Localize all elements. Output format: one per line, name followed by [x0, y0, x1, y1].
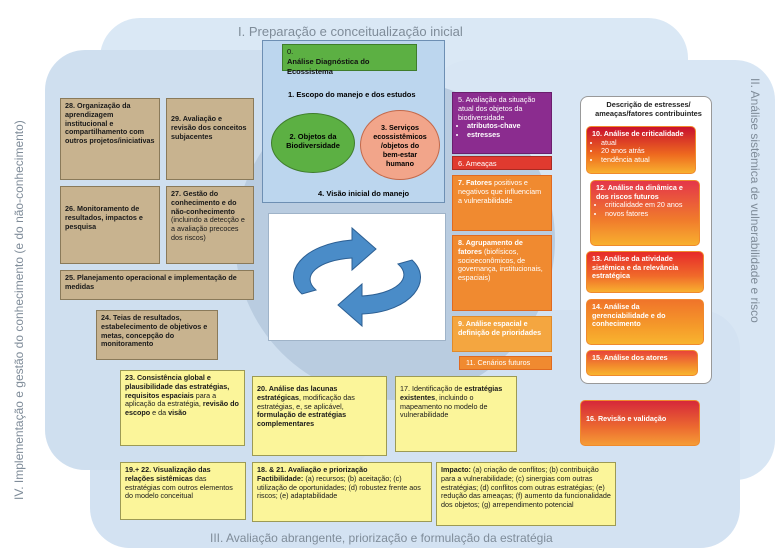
step-19-box: 19.+ 22. Visualização das relações sistê… [120, 462, 246, 520]
step-17-text-3: , incluindo o mapeamento no modelo de vu… [400, 392, 488, 420]
step-20-text-1: , modificação das estratégias, e, se apl… [257, 392, 355, 411]
phase-4-title: IV. Implementação e gestão do conhecimen… [12, 120, 26, 500]
step-18-feasibility-text: (a) recursos; (b) aceitação; (c) utiliza… [257, 473, 421, 501]
step-23-text-2: revisão do escopo [125, 399, 239, 418]
step-16-box: 16. Revisão e validação [580, 400, 700, 446]
step-20-title: 20. Análise das lacunas estratégicas [257, 384, 338, 402]
step-12-item-2: novos fatores [605, 209, 694, 219]
step-7-box: 7. Fatores positivos e negativos que inf… [452, 175, 552, 231]
step-10-box: 10. Análise de criticalidade atual 20 an… [586, 126, 696, 174]
step-5-item-2: estresses [467, 130, 546, 140]
impact-text: (a) criação de conflitos; (b) contribuiç… [441, 465, 611, 510]
step-23-text-3: e da [150, 408, 169, 418]
phase-1-title: I. Preparação e conceitualização inicial [238, 24, 463, 39]
step-29-box: 29. Avaliação e revisão dos conceitos su… [166, 98, 254, 180]
step-1-label: 1. Escopo do manejo e dos estudos [288, 90, 416, 99]
step-14-box: 14. Análise da gerenciabilidade e do con… [586, 299, 704, 345]
step-7-title: 7. Fatores [458, 178, 492, 187]
step-12-title: 12. Análise da dinâmica e dos riscos fut… [596, 183, 683, 201]
step-10-title: 10. Análise de criticalidade [592, 129, 684, 138]
cycle-arrows-icon [292, 226, 422, 328]
phase-3-title: III. Avaliação abrangente, priorização e… [210, 531, 553, 545]
step-17-text-1: 17. Identificação de [400, 384, 465, 393]
step-27-title: 27. Gestão do conhecimento e do não-conh… [171, 189, 237, 216]
step-19-title: 19.+ 22. Visualização das relações sistê… [125, 465, 211, 483]
step-15-box: 15. Análise dos atores [586, 350, 698, 376]
step-17-box: 17. Identificação de estratégias existen… [395, 376, 517, 452]
step-5-text: 5. Avaliação da situação atual dos objet… [458, 95, 536, 122]
step-0-box: 0. Análise Diagnóstica do Ecossistema [282, 44, 417, 76]
step-23-text-1: para a aplicação da estratégia, [125, 390, 217, 409]
step-10-item-3: tendência atual [601, 155, 690, 165]
step-27-box: 27. Gestão do conhecimento e do não-conh… [166, 186, 254, 264]
step-11-box: 11. Cenários futuros [459, 356, 552, 370]
step-18-title: 18. & 21. Avaliação e priorização [257, 465, 368, 474]
step-9-box: 9. Análise espacial e definição de prior… [452, 316, 552, 352]
step-27-text: (incluindo a detecção e a avaliação prec… [171, 215, 245, 242]
step-8-box: 8. Agrupamento de fatores (biofísicos, s… [452, 235, 552, 311]
step-20-box: 20. Análise das lacunas estratégicas, mo… [252, 376, 387, 456]
step-26-box: 26. Monitoramento de resultados, impacto… [60, 186, 160, 264]
step-19-text: das estratégias com outros elementos do … [125, 473, 233, 501]
step-23-title: 23. Consistência global e plausibilidade… [125, 373, 230, 400]
step-0-number: 0. [287, 47, 294, 56]
step-24-box: 24. Teias de resultados, estabelecimento… [96, 310, 218, 360]
stress-header: Descrição de estresses/ ameaças/fatores … [595, 100, 702, 119]
step-0-label: Análise Diagnóstica do Ecossistema [287, 56, 370, 76]
step-23-text-4: visão [168, 408, 187, 418]
step-12-item-1: criticalidade em 20 anos [605, 201, 694, 210]
step-10-item-1: atual [601, 138, 690, 148]
step-17-text-2: estratégias existentes [400, 384, 503, 402]
step-13-box: 13. Análise da atividade sistêmica e da … [586, 251, 704, 293]
step-25-box: 25. Planejamento operacional e implement… [60, 270, 254, 300]
step-4-label: 4. Visão inicial do manejo [318, 189, 410, 198]
step-12-box: 12. Análise da dinâmica e dos riscos fut… [590, 180, 700, 246]
step-18-feasibility-label: Factibilidade: [257, 473, 304, 483]
step-28-box: 28. Organização da aprendizagem instituc… [60, 98, 160, 180]
step-8-text: (biofísicos, socioeconômicos, de governa… [458, 246, 543, 283]
step-20-text-2: formulação de estratégias complementares [257, 410, 347, 429]
phase-2-title: II. Análise sistêmica de vulnerabilidade… [748, 78, 762, 323]
step-18-box: 18. & 21. Avaliação e priorização Factib… [252, 462, 432, 522]
step-5-box: 5. Avaliação da situação atual dos objet… [452, 92, 552, 154]
impact-label: Impacto: [441, 465, 471, 474]
step-7-text: positivos e negativos que influenciam a … [458, 178, 542, 205]
step-5-item-1: atributos-chave [467, 122, 546, 131]
step-2-circle: 2. Objetos da Biodiversidade [271, 113, 355, 173]
step-23-box: 23. Consistência global e plausibilidade… [120, 370, 245, 446]
step-3-circle: 3. Serviços ecossistêmicos /objetos do b… [360, 110, 440, 180]
impact-box: Impacto: (a) criação de conflitos; (b) c… [436, 462, 616, 526]
step-8-title: 8. Agrupamento de fatores [458, 238, 523, 256]
step-10-item-2: 20 anos atrás [601, 147, 690, 156]
step-6-box: 6. Ameaças [452, 156, 552, 170]
